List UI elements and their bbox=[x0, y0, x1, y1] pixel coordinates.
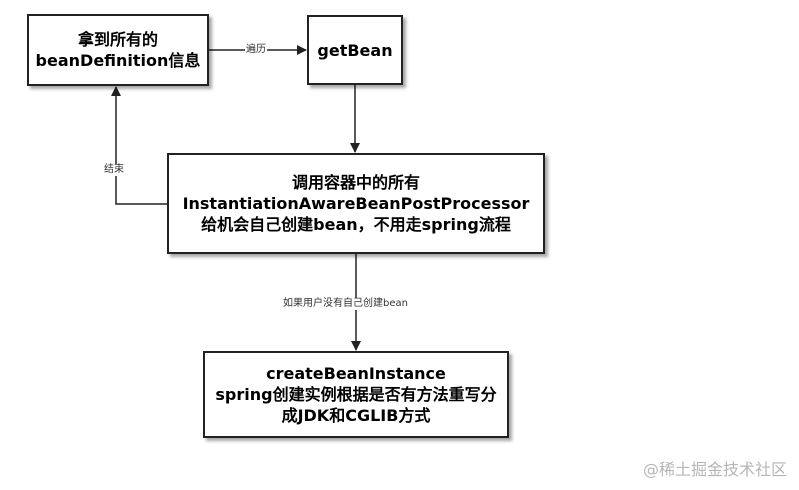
node-line: 成JDK和CGLIB方式 bbox=[281, 406, 431, 425]
node-line: 调用容器中的所有 bbox=[291, 173, 420, 192]
node-line: 给机会自己创建bean，不用走spring流程 bbox=[201, 215, 511, 234]
node-line: 拿到所有的 bbox=[77, 30, 158, 49]
edge-label-if-user: 如果用户没有自己创建bean bbox=[282, 298, 409, 310]
edge-label-end: 结束 bbox=[103, 164, 125, 176]
node-line: spring创建实例根据是否有方法重写分 bbox=[215, 385, 497, 404]
node-get-bean-definitions: 拿到所有的 beanDefinition信息 bbox=[27, 14, 209, 86]
node-line: beanDefinition信息 bbox=[35, 51, 201, 70]
edge-label-traverse: 遍历 bbox=[245, 44, 267, 56]
node-line: createBeanInstance bbox=[266, 364, 446, 383]
node-line: InstantiationAwareBeanPostProcessor bbox=[182, 194, 530, 213]
arrow-end bbox=[111, 86, 167, 205]
node-call-postprocessors: 调用容器中的所有 InstantiationAwareBeanPostProce… bbox=[167, 153, 545, 254]
node-create-bean-instance: createBeanInstance spring创建实例根据是否有方法重写分 … bbox=[203, 351, 509, 438]
watermark: @稀土掘金技术社区 bbox=[642, 460, 787, 479]
node-getbean: getBean bbox=[307, 15, 403, 85]
node-line: getBean bbox=[317, 40, 393, 60]
